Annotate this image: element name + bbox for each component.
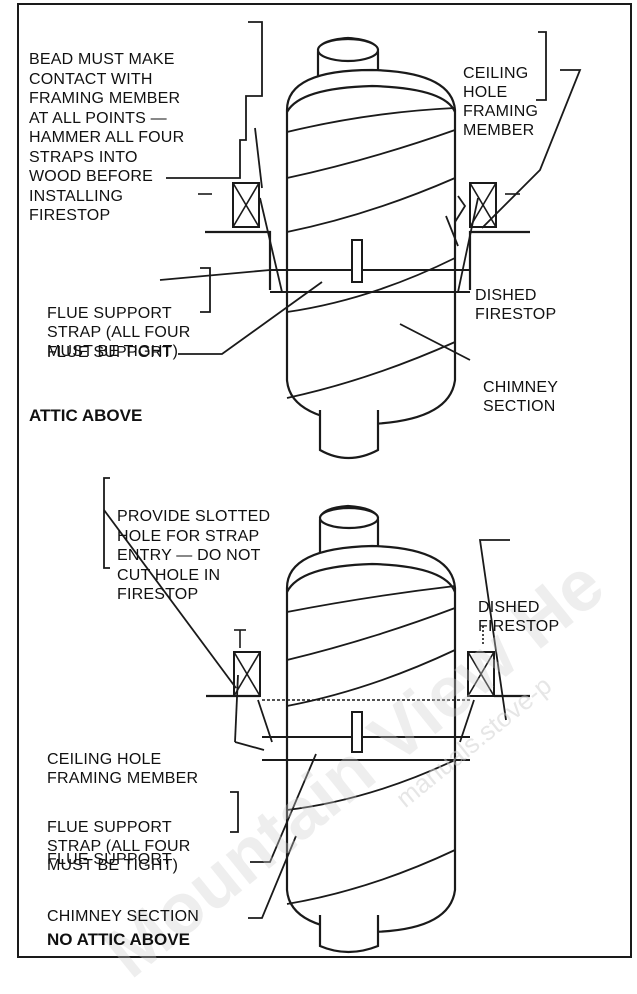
top-spiral-2 [286,129,456,179]
top-strap-bracket [351,239,363,283]
top-flue-support-label: FLUE SUPPORT [47,344,172,361]
diagram-border [17,3,632,958]
diagram-canvas: Mountain View He manuals.stove-p BEAD MU… [17,3,632,993]
bottom-inner-flue-cap [318,506,380,530]
top-pipe-top-rim [286,84,457,113]
top-inner-flue-bottom [318,410,380,460]
top-ceiling-left [205,230,272,290]
bottom-chimney-assembly [206,504,530,954]
top-framing-left [231,181,261,229]
top-spiral-1 [286,107,456,133]
bottom-inner-flue-bottom [318,915,380,954]
no-attic-above-heading: NO ATTIC ABOVE [47,930,190,949]
bottom-flue-support-label: FLUE SUPPORT [47,851,172,868]
top-spiral-5 [286,341,456,399]
top-pipe-body [285,68,457,426]
bottom-pipe-top-rim [286,562,457,593]
attic-above-heading: ATTIC ABOVE [29,406,143,425]
bottom-leaders [103,477,510,919]
top-spiral-3 [286,177,456,233]
bottom-chimney-section-label: CHIMNEY SECTION [47,908,200,925]
chimney-illustration [103,21,582,954]
top-leaders [159,21,582,361]
bottom-strap-bracket [351,711,363,753]
top-inner-flue-cap [316,37,380,63]
